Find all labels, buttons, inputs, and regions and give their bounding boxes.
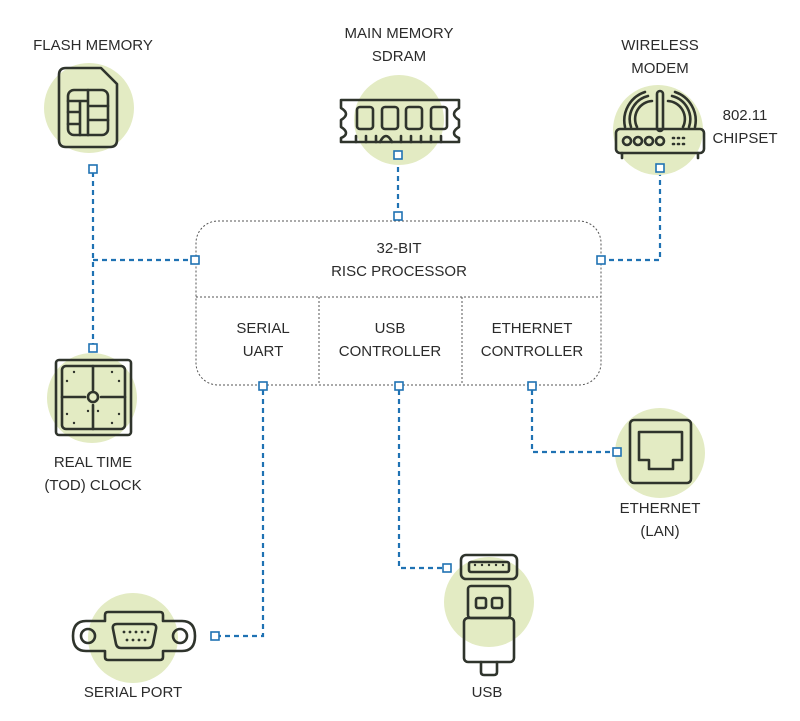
serial-bubble	[88, 593, 178, 683]
ethernet-controller-line2: CONTROLLER	[481, 343, 584, 360]
usb-controller-line2: CONTROLLER	[339, 343, 442, 360]
usb-controller-line1: USB	[375, 320, 406, 337]
link-wireless-to-processor	[605, 171, 662, 262]
ethernet-label-line1: ETHERNET	[620, 500, 701, 517]
component-serial-port[interactable]: SERIAL PORT	[71, 593, 197, 701]
sub-block-usb-controller[interactable]: USB CONTROLLER	[339, 320, 442, 360]
port-usb-controller[interactable]	[394, 381, 404, 391]
component-usb[interactable]: USB	[444, 553, 534, 701]
processor-outline	[195, 220, 602, 386]
sdram-label-line1: MAIN MEMORY	[345, 25, 454, 42]
clock-label-line2: (TOD) CLOCK	[44, 477, 141, 494]
sub-block-ethernet-controller[interactable]: ETHERNET CONTROLLER	[481, 320, 584, 360]
serial-uart-line2: UART	[243, 343, 284, 360]
port-serial-uart[interactable]	[258, 381, 268, 391]
wireless-note-line2: CHIPSET	[712, 130, 777, 147]
processor-title-line2: RISC PROCESSOR	[331, 263, 467, 280]
component-ethernet-lan[interactable]: ETHERNET (LAN)	[615, 408, 705, 540]
port-sdram[interactable]	[393, 150, 403, 160]
port-processor-top[interactable]	[393, 211, 403, 221]
port-ethernet-controller[interactable]	[527, 381, 537, 391]
wireless-note-line1: 802.11	[723, 107, 768, 124]
ethernet-port-icon	[628, 418, 693, 485]
connection-ports	[88, 150, 665, 641]
port-ethernet[interactable]	[612, 447, 622, 457]
wifi-router-icon	[614, 89, 706, 160]
usb-label: USB	[472, 684, 503, 701]
usb-plug-icon	[459, 553, 519, 677]
ethernet-bubble	[615, 408, 705, 498]
port-processor-left[interactable]	[190, 255, 200, 265]
link-uart-to-serial-port	[219, 390, 265, 638]
link-usbctl-to-usb	[397, 390, 444, 570]
clock-bubble	[47, 353, 137, 443]
clock-label-line1: REAL TIME	[54, 454, 132, 471]
ethernet-label-line2: (LAN)	[640, 523, 679, 540]
sdram-label-line2: SDRAM	[372, 48, 426, 65]
serial-port-icon	[71, 610, 197, 662]
port-flash[interactable]	[88, 164, 98, 174]
port-processor-right[interactable]	[596, 255, 606, 265]
clock-icon	[54, 358, 133, 437]
port-serial-port[interactable]	[210, 631, 220, 641]
sub-block-serial-uart[interactable]: SERIAL UART	[236, 320, 289, 360]
connectors	[91, 158, 662, 638]
processor-title-line1: 32-BIT	[376, 240, 421, 257]
component-main-memory[interactable]: MAIN MEMORY SDRAM	[339, 25, 461, 165]
port-usb[interactable]	[442, 563, 452, 573]
component-flash-memory[interactable]: FLASH MEMORY	[33, 37, 153, 153]
port-wireless[interactable]	[655, 163, 665, 173]
ethernet-controller-line1: ETHERNET	[492, 320, 573, 337]
ram-module-icon	[339, 98, 461, 144]
processor-block[interactable]: 32-BIT RISC PROCESSOR SERIAL UART USB CO…	[195, 220, 602, 386]
flash-memory-label: FLASH MEMORY	[33, 37, 153, 54]
sim-card-icon	[57, 66, 119, 149]
port-clock[interactable]	[88, 343, 98, 353]
wireless-label-line1: WIRELESS	[621, 37, 699, 54]
serial-uart-line1: SERIAL	[236, 320, 289, 337]
component-wireless-modem[interactable]: WIRELESS MODEM 802.11 CHIPSET	[613, 37, 778, 175]
component-real-time-clock[interactable]: REAL TIME (TOD) CLOCK	[44, 353, 142, 494]
wireless-label-line2: MODEM	[631, 60, 689, 77]
usb-bubble	[444, 557, 534, 647]
serial-port-label: SERIAL PORT	[84, 684, 182, 701]
link-ethctl-to-ethernet	[530, 390, 614, 454]
